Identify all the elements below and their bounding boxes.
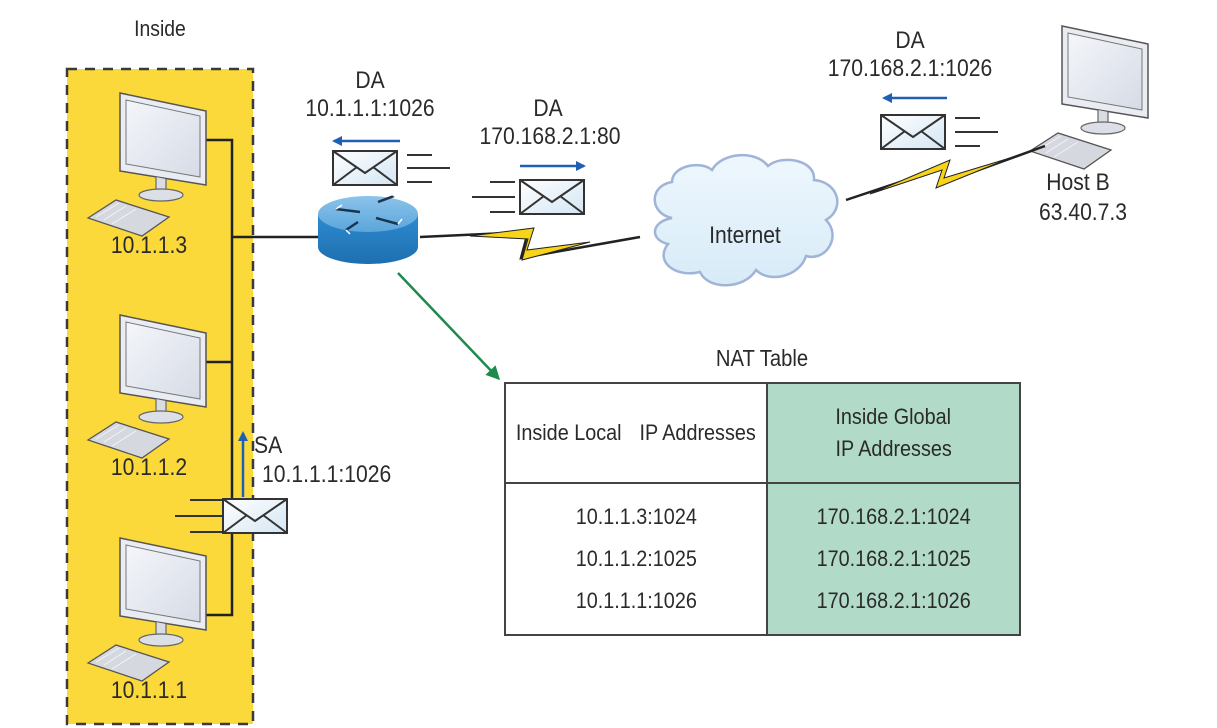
host-b-icon[interactable] <box>1029 25 1149 170</box>
nat-table-header-row: Inside Local IP Addresses Inside Global … <box>504 382 1021 484</box>
da-hostb-speed-lines-icon <box>955 117 998 147</box>
router-icon[interactable] <box>318 191 418 264</box>
sa-packet-speed-lines-icon <box>175 499 222 533</box>
host-10-1-1-2-label: 10.1.1.2 <box>110 454 188 481</box>
da-internet-address: 170.168.2.1:80 <box>479 123 621 150</box>
internet-label: Internet <box>709 222 781 249</box>
nat-table-pointer-arrow-icon <box>397 272 501 381</box>
da-internet-speed-lines-icon <box>472 181 515 213</box>
da-inside-envelope-icon <box>332 150 398 186</box>
da-internet-label: DA <box>533 95 563 122</box>
da-inside-speed-lines-icon <box>407 154 450 183</box>
table-row-local: 10.1.1.1:1026 <box>575 588 697 613</box>
da-inside-label: DA <box>355 67 385 94</box>
header-inside-local-line2: IP Addresses <box>639 420 756 445</box>
internet-cloud-icon[interactable] <box>653 153 839 287</box>
host-10-1-1-3-label: 10.1.1.3 <box>110 232 188 259</box>
host-b-ip: 63.40.7.3 <box>1038 199 1128 226</box>
header-inside-local-line1: Inside Local <box>515 420 622 445</box>
sa-packet-envelope-icon <box>222 498 288 534</box>
lan-bus <box>202 138 320 617</box>
da-internet-envelope-icon <box>519 179 585 215</box>
table-row-global: 170.168.2.1:1025 <box>816 546 971 571</box>
header-inside-local: Inside Local IP Addresses <box>504 382 768 484</box>
sa-label: SA <box>254 432 283 459</box>
table-row-global: 170.168.2.1:1024 <box>816 504 971 529</box>
header-inside-global-line1: Inside Global <box>835 404 952 429</box>
header-inside-global-line2: IP Addresses <box>835 436 952 461</box>
nat-table-title: NAT Table <box>715 345 809 371</box>
da-hostb-envelope-icon <box>880 114 946 150</box>
serial-link-router-internet <box>419 227 641 261</box>
serial-link-internet-hostb <box>845 144 1046 202</box>
nat-table: Inside Local IP Addresses Inside Global … <box>504 382 1021 636</box>
da-hostb-address: 170.168.2.1:1026 <box>827 55 993 82</box>
host-10-1-1-1-label: 10.1.1.1 <box>110 677 188 704</box>
da-inside-address: 10.1.1.1:1026 <box>305 95 435 122</box>
da-hostb-label: DA <box>895 27 925 54</box>
header-inside-global: Inside Global IP Addresses <box>766 382 1021 484</box>
host-b-name: Host B <box>1046 169 1110 196</box>
table-row-local: 10.1.1.2:1025 <box>575 546 697 571</box>
inside-zone-label: Inside <box>134 16 186 41</box>
sa-address: 10.1.1.1:1026 <box>262 461 392 488</box>
inside-local-column: 10.1.1.3:1024 10.1.1.2:1025 10.1.1.1:102… <box>504 482 768 636</box>
nat-table-body-row: 10.1.1.3:1024 10.1.1.2:1025 10.1.1.1:102… <box>504 482 1021 636</box>
table-row-global: 170.168.2.1:1026 <box>816 588 971 613</box>
table-row-local: 10.1.1.3:1024 <box>575 504 697 529</box>
inside-global-column: 170.168.2.1:1024 170.168.2.1:1025 170.16… <box>766 482 1021 636</box>
